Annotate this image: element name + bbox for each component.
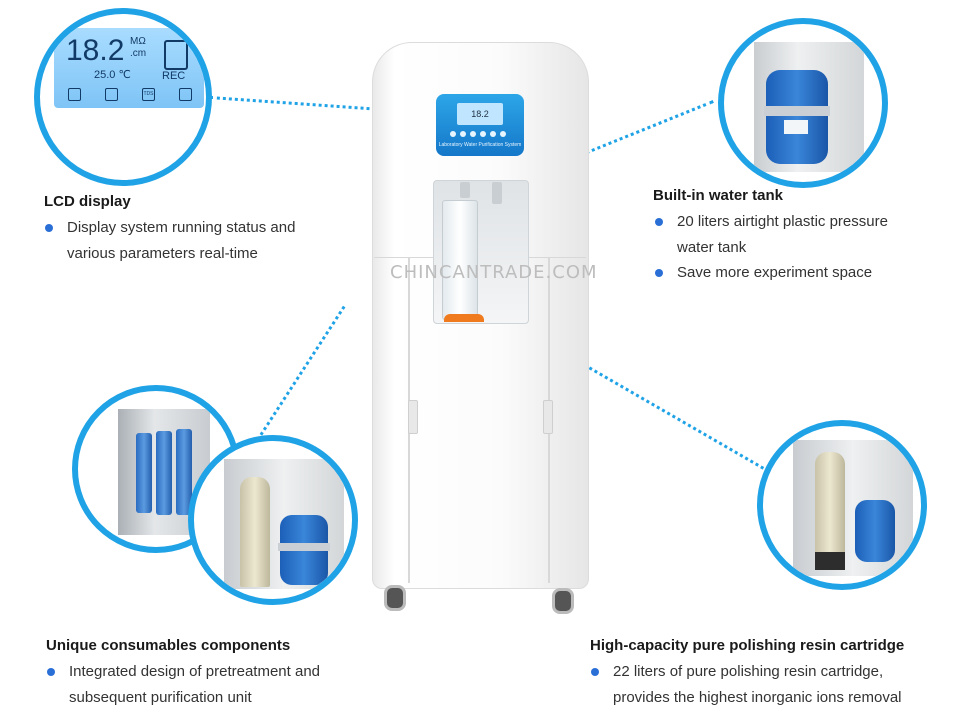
panel-button-6[interactable] <box>500 131 506 137</box>
pretreatment-circle <box>72 385 240 553</box>
resin-bullet-text-1: 22 liters of pure polishing resin cartri… <box>613 663 884 680</box>
lcd-unit-bottom: .cm <box>130 48 147 59</box>
water-tank-bullet-text-2: water tank <box>677 239 747 256</box>
small-tank-band <box>278 543 330 551</box>
resin-column <box>240 477 270 587</box>
panel-button-5[interactable] <box>490 131 496 137</box>
consumables-title: Unique consumables components <box>46 637 291 654</box>
connector-resin <box>563 352 765 470</box>
panel-button-2[interactable] <box>460 131 466 137</box>
caster-wheel-right <box>552 588 574 614</box>
collection-bottle <box>442 200 478 320</box>
bullet-dot <box>655 269 663 277</box>
tank-label <box>784 120 808 134</box>
consumables-bullet: Integrated design of pretreatment and <box>47 659 321 685</box>
water-tank-bullet-2: Save more experiment space <box>655 260 873 286</box>
panel-buttons <box>450 131 510 137</box>
filter-icon <box>105 88 118 101</box>
bullet-dot <box>45 224 53 232</box>
water-tank-bullet-1: 20 liters airtight plastic pressure <box>655 209 888 235</box>
watermark: CHINCANTRADE.COM <box>390 262 598 283</box>
resin-tank <box>855 500 895 562</box>
resin-title: High-capacity pure polishing resin cartr… <box>590 637 905 654</box>
lcd-icon-row: TDS <box>68 88 192 101</box>
resin-photo-bg <box>793 440 913 576</box>
filter-housing-1 <box>136 433 152 513</box>
lcd-display-title: LCD display <box>44 193 131 210</box>
resin-cartridge-base <box>815 552 845 570</box>
connector-consumables <box>246 305 346 457</box>
caster-wheel-left <box>384 585 406 611</box>
panel-caption: Laboratory Water Purification System <box>438 142 522 148</box>
lcd-status: REC <box>162 70 186 82</box>
door-handle-left[interactable] <box>408 400 418 434</box>
water-tank-title: Built-in water tank <box>653 187 784 204</box>
consumables-bullet-text-2: subsequent purification unit <box>69 689 252 706</box>
control-panel: 18.2 Laboratory Water Purification Syste… <box>436 94 524 156</box>
water-tank-circle <box>718 18 888 188</box>
panel-button-3[interactable] <box>470 131 476 137</box>
tank-band <box>764 106 830 116</box>
bullet-dot <box>591 668 599 676</box>
consumables-bullet-text-1: Integrated design of pretreatment and <box>69 663 321 680</box>
filter-housing-2 <box>156 431 172 515</box>
panel-button-4[interactable] <box>480 131 486 137</box>
lcd-unit-top: MΩ <box>130 36 146 47</box>
water-tank-bullet-text-3: Save more experiment space <box>677 264 873 281</box>
resin-bullet-text-2: provides the highest inorganic ions remo… <box>613 689 902 706</box>
water-tank-bullet-text-1: 20 liters airtight plastic pressure <box>677 213 888 230</box>
dispense-tap[interactable] <box>460 182 470 198</box>
dispense-tap-2[interactable] <box>492 182 502 204</box>
panel-button-1[interactable] <box>450 131 456 137</box>
lcd-temperature: 25.0 ℃ <box>94 69 131 81</box>
lcd-display-circle: 18.2 MΩ .cm 25.0 ℃ REC TDS <box>34 8 212 186</box>
resin-bullet: 22 liters of pure polishing resin cartri… <box>591 659 884 685</box>
filter-housing-3 <box>176 429 192 515</box>
lcd-display-bullet: Display system running status and <box>45 215 296 241</box>
door-handle-right[interactable] <box>543 400 553 434</box>
resin-cartridge <box>815 452 845 570</box>
purification-circle <box>188 435 358 605</box>
tds-icon: TDS <box>142 88 155 101</box>
lcd-reading: 18.2 <box>66 34 125 67</box>
bottle-cap <box>444 314 484 322</box>
lcd-display-bullet-text-1: Display system running status and <box>67 219 296 236</box>
lcd-display-bullet-text-2: various parameters real-time <box>67 245 258 262</box>
tap-icon <box>179 88 192 101</box>
drop-icon <box>68 88 81 101</box>
panel-screen: 18.2 <box>457 103 503 125</box>
bullet-dot <box>47 668 55 676</box>
tank-body <box>766 70 828 164</box>
lcd-screen: 18.2 MΩ .cm 25.0 ℃ REC TDS <box>54 28 204 108</box>
lcd-tank-icon <box>164 40 188 70</box>
bullet-dot <box>655 218 663 226</box>
resin-cartridge-circle <box>757 420 927 590</box>
